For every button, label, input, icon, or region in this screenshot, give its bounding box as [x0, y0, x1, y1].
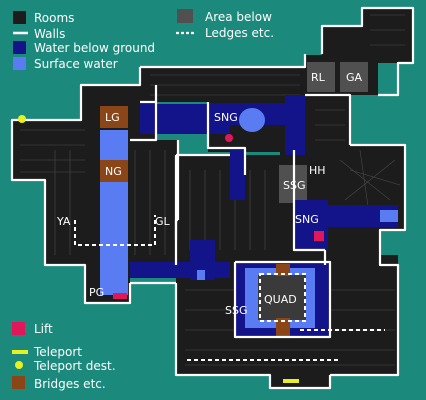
- water-below-right-channel: [285, 95, 305, 155]
- bridges: [100, 106, 290, 338]
- legend-swatch-teleport-dest: [15, 361, 23, 369]
- legend-label-walls: Walls: [34, 27, 65, 41]
- surface-water-right-small: [380, 210, 398, 222]
- label-hh: HH: [309, 164, 326, 177]
- legend: Rooms Walls Water below ground Surface w…: [12, 9, 274, 391]
- water-below-right-column: [293, 200, 328, 250]
- area-below-ga: [340, 62, 368, 92]
- legend-swatch-area-below: [177, 9, 193, 23]
- room-top-right-upper: [322, 26, 368, 56]
- bridge-ng: [100, 160, 128, 182]
- legend-label-teleport: Teleport: [33, 345, 82, 359]
- label-rl: RL: [311, 71, 326, 84]
- legend-label-ledges: Ledges etc.: [205, 26, 274, 40]
- label-gl: GL: [155, 215, 171, 228]
- bridge-lg: [100, 106, 128, 128]
- surface-water-middle-small: [197, 270, 205, 280]
- lift-sng-top: [225, 134, 233, 142]
- legend-label-area-below: Area below: [205, 10, 272, 24]
- legend-swatch-surface-water: [13, 57, 26, 70]
- legend-label-teleport-dest: Teleport dest.: [33, 359, 116, 373]
- lift-pg: [113, 293, 127, 299]
- label-ssg-bottom: SSG: [225, 304, 248, 317]
- legend-label-lift: Lift: [34, 322, 53, 336]
- label-lg: LG: [105, 111, 120, 124]
- label-sng-top: SNG: [214, 111, 238, 124]
- markers: [18, 115, 324, 383]
- room-bottom-teleport: [270, 360, 330, 388]
- legend-swatch-teleport: [12, 350, 28, 354]
- legend-label-rooms: Rooms: [34, 11, 74, 25]
- legend-swatch-rooms: [13, 11, 26, 24]
- surface-water-sng-pool: [239, 108, 265, 132]
- bridge-quad-bottom: [276, 318, 290, 338]
- room-top-corridor: [140, 67, 310, 102]
- teleport-pad: [283, 379, 299, 383]
- legend-swatch-water-below: [13, 41, 26, 54]
- lift-sng-right: [314, 231, 324, 241]
- label-quad: QUAD: [264, 293, 297, 306]
- water-below-middle-vertical: [230, 150, 245, 200]
- teleport-destination: [18, 115, 26, 123]
- legend-label-water-below: Water below ground: [34, 41, 155, 55]
- label-ga: GA: [346, 71, 363, 84]
- label-pg: PG: [89, 286, 104, 299]
- legend-label-bridges: Bridges etc.: [34, 377, 106, 391]
- legend-swatch-lift: [12, 322, 25, 335]
- label-ng: NG: [105, 165, 122, 178]
- area-below-rl: [307, 62, 335, 92]
- surface-water-left-channel: [100, 130, 128, 295]
- bridge-quad-top: [276, 264, 290, 276]
- room-top-right-tower: [363, 8, 413, 63]
- legend-label-surface-water: Surface water: [34, 57, 118, 71]
- label-sng-right: SNG: [295, 213, 319, 226]
- area-labels: RL GA LG SNG NG HH SSG SNG YA GL PG QUAD…: [56, 71, 363, 317]
- quad-inner-floor: [258, 275, 306, 320]
- label-ssg-right: SSG: [283, 179, 306, 192]
- walls: [10, 6, 415, 390]
- label-ya: YA: [56, 215, 71, 228]
- ledges: [74, 215, 385, 361]
- legend-swatch-bridges: [12, 376, 25, 389]
